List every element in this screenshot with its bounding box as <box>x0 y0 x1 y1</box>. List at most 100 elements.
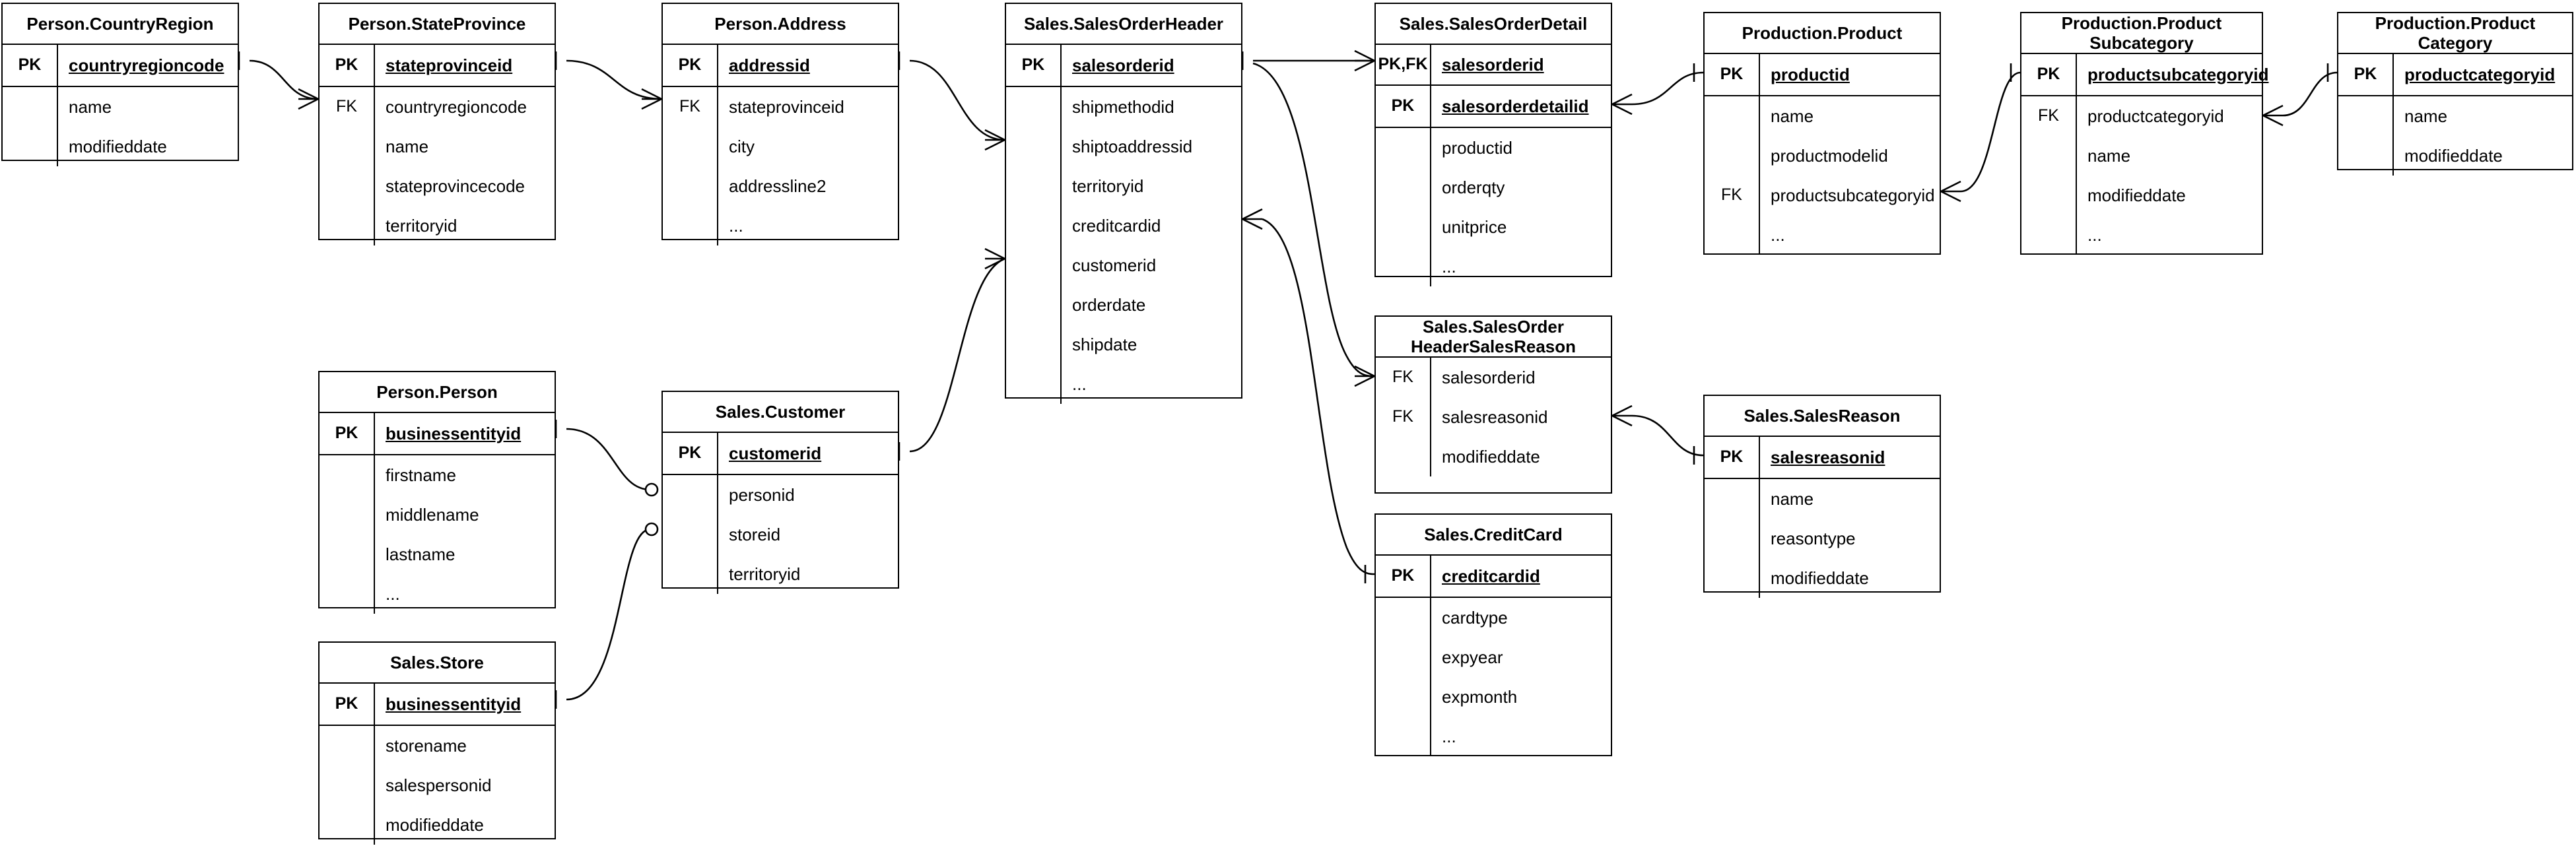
attribute-row[interactable]: modifieddate <box>3 127 238 166</box>
attribute-row[interactable]: ... <box>1705 215 1940 255</box>
attribute-row[interactable]: shiptoaddressid <box>1006 127 1241 166</box>
attribute-row[interactable]: name <box>2021 136 2262 176</box>
attribute-row[interactable]: ... <box>1376 247 1611 286</box>
attribute-row[interactable]: ... <box>663 206 898 245</box>
key-marker <box>663 166 717 206</box>
field-name: addressline2 <box>717 166 898 206</box>
attribute-row[interactable]: firstname <box>320 455 555 495</box>
field-name: modifieddate <box>374 805 555 845</box>
key-marker: PK <box>18 55 42 75</box>
attribute-row[interactable]: ... <box>1006 364 1241 404</box>
attribute-row[interactable]: creditcardid <box>1006 206 1241 245</box>
attribute-row[interactable]: orderqty <box>1376 168 1611 207</box>
attribute-row[interactable]: stateprovincecode <box>320 166 555 206</box>
attribute-row[interactable]: name <box>320 127 555 166</box>
attribute-row[interactable]: modifieddate <box>1376 437 1611 476</box>
attribute-row[interactable]: productid <box>1376 128 1611 168</box>
attribute-row[interactable]: shipmethodid <box>1006 87 1241 127</box>
attribute-row[interactable]: name <box>1705 479 1940 519</box>
attribute-row[interactable]: unitprice <box>1376 207 1611 247</box>
attribute-row[interactable]: expmonth <box>1376 677 1611 717</box>
attribute-row[interactable]: name <box>2338 96 2572 136</box>
attribute-row[interactable]: ... <box>2021 215 2262 255</box>
attribute-row[interactable]: salespersonid <box>320 765 555 805</box>
attribute-row[interactable]: expyear <box>1376 637 1611 677</box>
field-name: salesreasonid <box>1759 437 1940 478</box>
attribute-row[interactable]: city <box>663 127 898 166</box>
attribute-row[interactable]: modifieddate <box>1705 558 1940 598</box>
entity-title: Sales.SalesOrderHeader <box>1006 4 1241 45</box>
attribute-row[interactable]: name <box>1705 96 1940 136</box>
key-marker <box>2021 136 2076 176</box>
key-marker: PK <box>335 424 358 443</box>
attribute-row[interactable]: personid <box>663 475 898 515</box>
attribute-row[interactable]: addressline2 <box>663 166 898 206</box>
field-name: shiptoaddressid <box>1060 127 1241 166</box>
attribute-row[interactable]: middlename <box>320 495 555 535</box>
attribute-row[interactable]: productmodelid <box>1705 136 1940 176</box>
attribute-row[interactable]: customerid <box>1006 245 1241 285</box>
attribute-row[interactable]: lastname <box>320 535 555 574</box>
attribute-row[interactable]: territoryid <box>1006 166 1241 206</box>
attribute-row[interactable]: modifieddate <box>320 805 555 845</box>
attribute-row[interactable]: orderdate <box>1006 285 1241 325</box>
attribute-row[interactable]: reasontype <box>1705 519 1940 558</box>
key-marker <box>320 535 374 574</box>
entity-title-line: Category <box>2418 33 2493 53</box>
attribute-row[interactable]: ... <box>320 574 555 614</box>
key-marker <box>2021 215 2076 255</box>
attribute-row[interactable]: modifieddate <box>2021 176 2262 215</box>
entity-title: Sales.Customer <box>663 392 898 433</box>
key-marker <box>320 495 374 535</box>
key-marker <box>663 206 717 245</box>
key-marker <box>1705 96 1759 136</box>
field-name: productsubcategoryid <box>1759 176 1940 215</box>
attribute-row[interactable]: shipdate <box>1006 325 1241 364</box>
key-marker <box>1376 437 1430 476</box>
attribute-row[interactable]: storeid <box>663 515 898 554</box>
attribute-row[interactable]: territoryid <box>320 206 555 245</box>
attribute-row[interactable]: modifieddate <box>2338 136 2572 176</box>
attribute-row[interactable]: ... <box>1376 717 1611 756</box>
attribute-row[interactable]: storename <box>320 726 555 765</box>
attribute-row[interactable]: cardtype <box>1376 598 1611 637</box>
attribute-row[interactable]: territoryid <box>663 554 898 594</box>
attribute-row[interactable]: name <box>3 87 238 127</box>
